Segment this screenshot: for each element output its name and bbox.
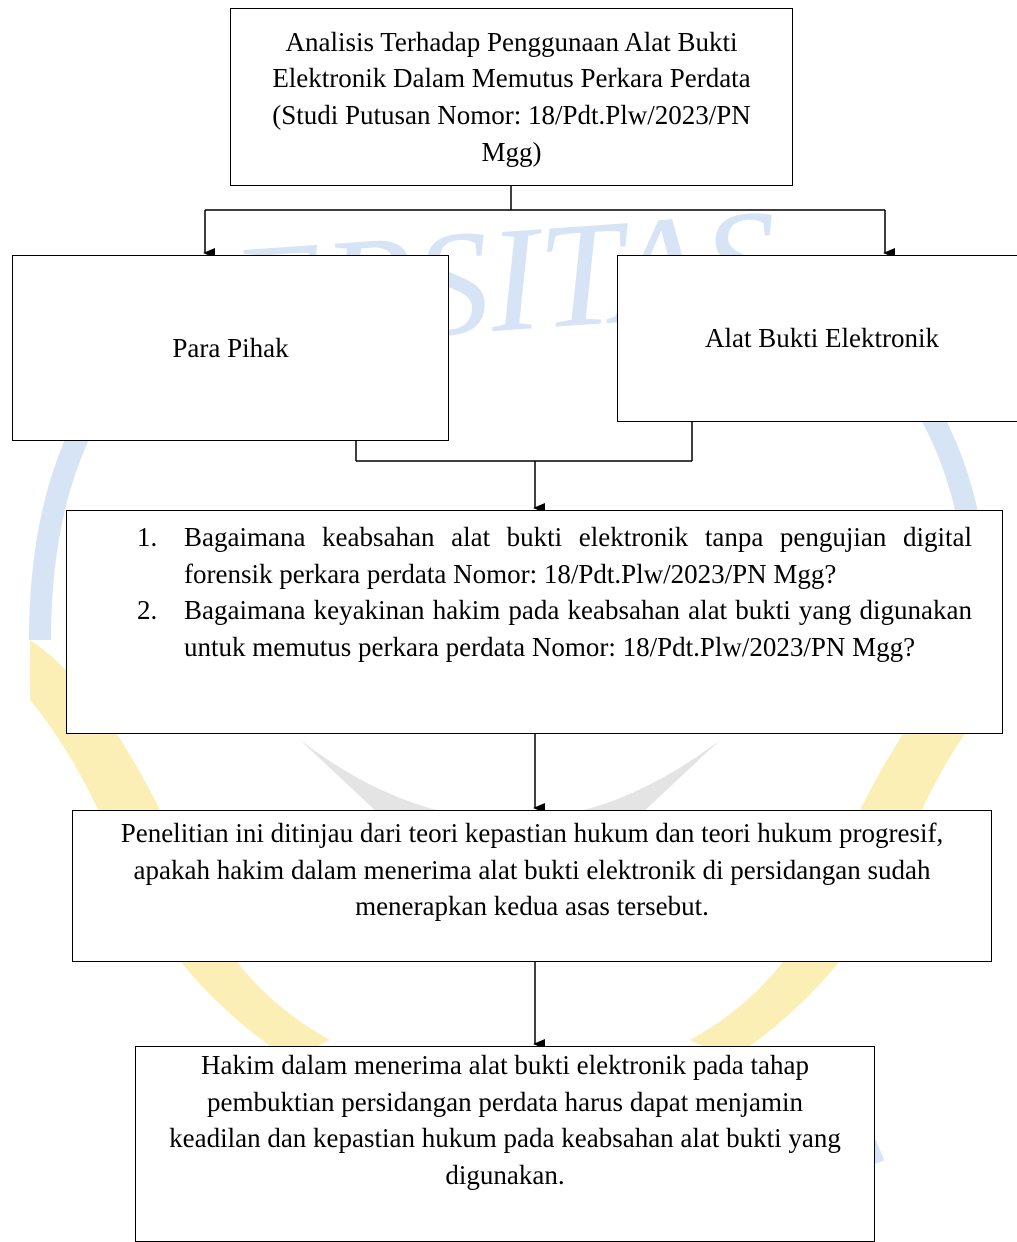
- title-box: Analisis Terhadap Penggunaan Alat Bukti …: [230, 8, 793, 186]
- watermark-yellow-wing-left: [30, 640, 330, 1060]
- para-pihak-box: Para Pihak: [12, 255, 449, 441]
- research-questions-box: 1. Bagaimana keabsahan alat bukti elektr…: [66, 510, 1003, 734]
- question-number: 1.: [137, 522, 158, 552]
- research-question-item: 2. Bagaimana keyakinan hakim pada keabsa…: [137, 592, 972, 665]
- para-pihak-label: Para Pihak: [172, 332, 289, 363]
- research-questions-list: 1. Bagaimana keabsahan alat bukti elektr…: [137, 519, 972, 666]
- theory-text: Penelitian ini ditinjau dari teori kepas…: [120, 818, 944, 922]
- title-text: Analisis Terhadap Penggunaan Alat Bukti …: [272, 26, 751, 167]
- conclusion-text: Hakim dalam menerima alat bukti elektron…: [169, 1050, 841, 1191]
- research-question-item: 1. Bagaimana keabsahan alat bukti elektr…: [137, 519, 972, 592]
- alat-bukti-elektronik-box: Alat Bukti Elektronik: [617, 255, 1017, 422]
- question-text: Bagaimana keabsahan alat bukti elektroni…: [184, 522, 972, 589]
- alat-bukti-elektronik-label: Alat Bukti Elektronik: [705, 323, 939, 354]
- conclusion-box: Hakim dalam menerima alat bukti elektron…: [135, 1046, 875, 1242]
- question-text: Bagaimana keyakinan hakim pada keabsahan…: [184, 595, 972, 663]
- watermark-yellow-wing-right: [690, 640, 990, 1060]
- theory-box: Penelitian ini ditinjau dari teori kepas…: [72, 810, 992, 962]
- question-number: 2.: [137, 595, 158, 626]
